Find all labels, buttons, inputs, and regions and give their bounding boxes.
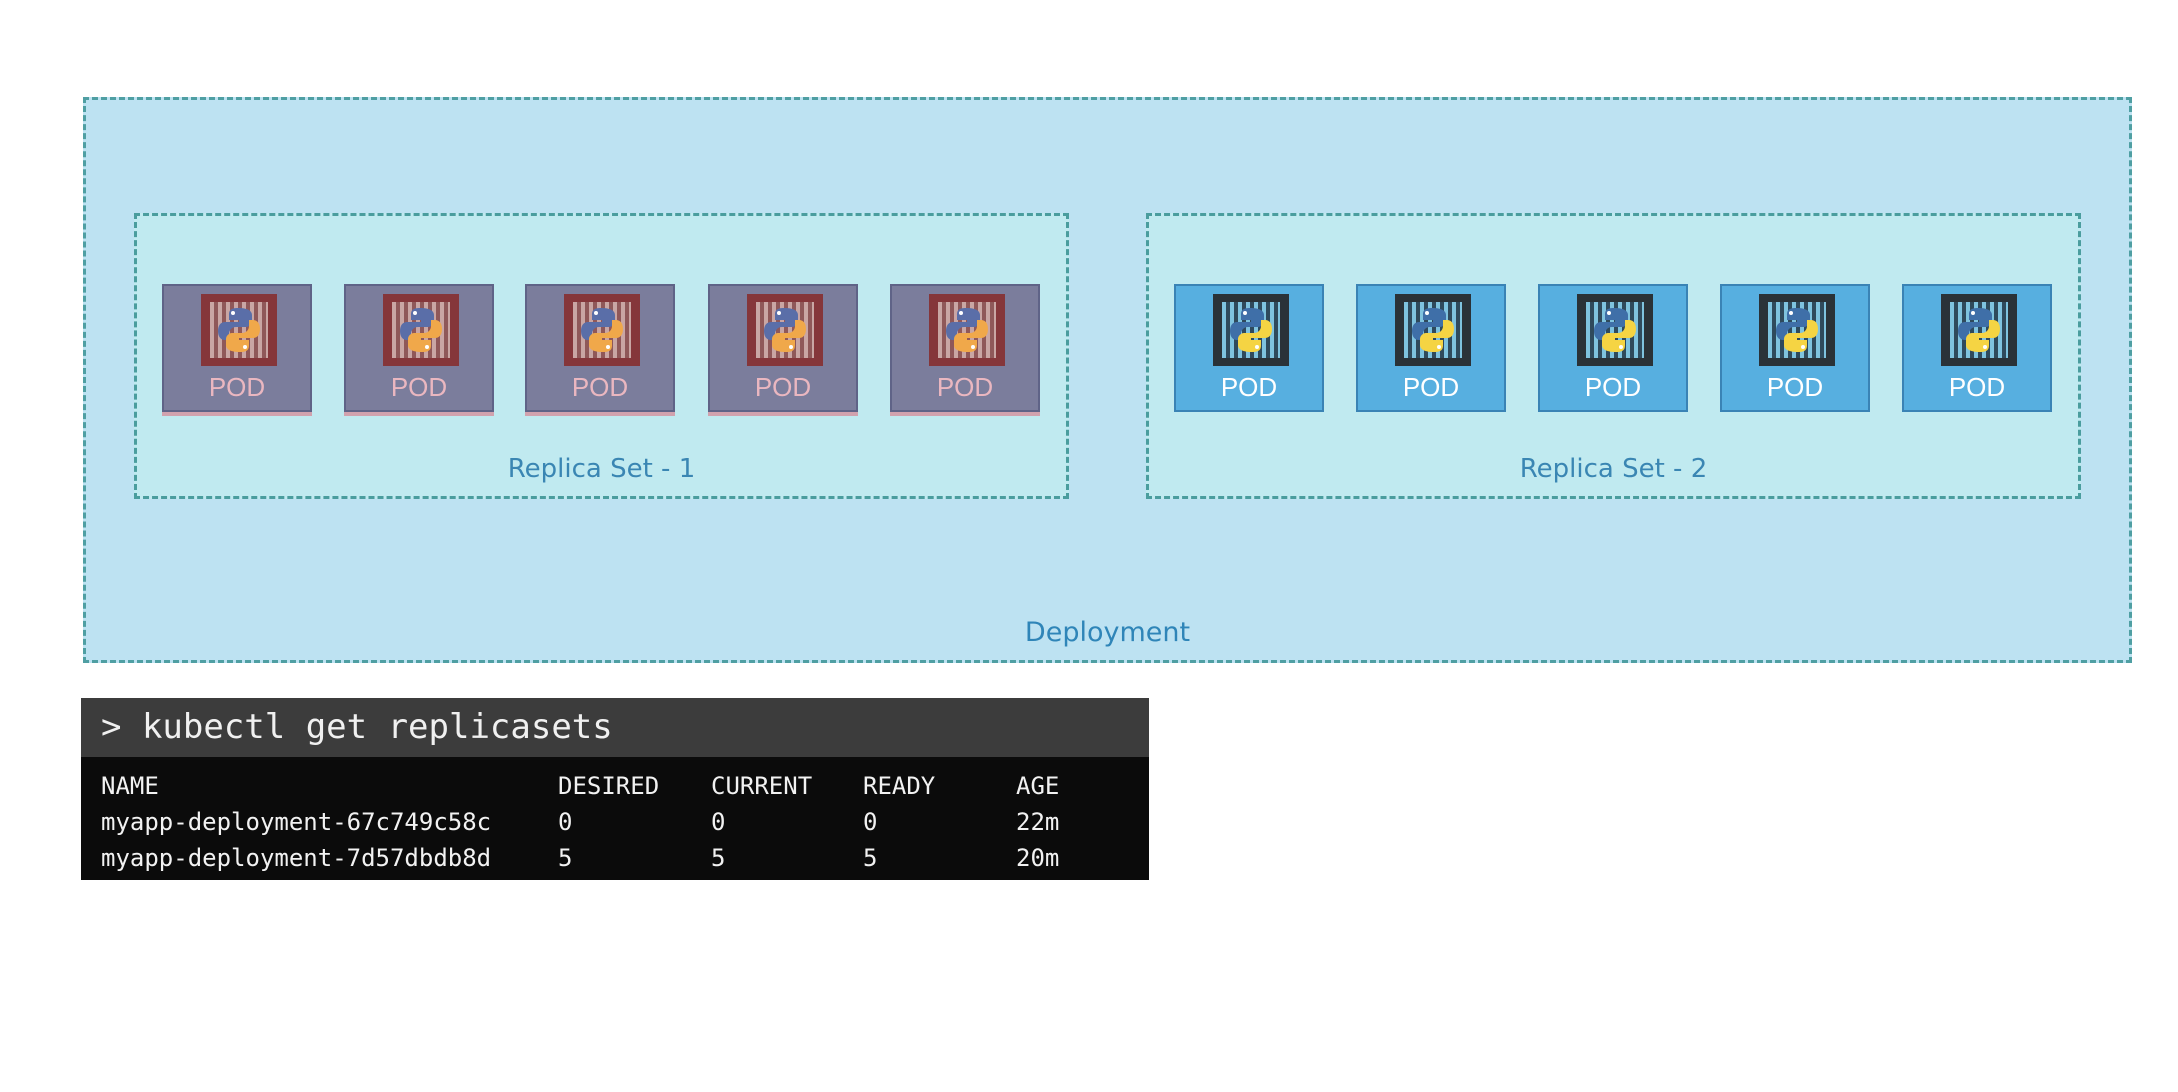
pod-label: POD	[1584, 372, 1642, 402]
python-container-icon	[1213, 294, 1289, 366]
python-container-icon	[1577, 294, 1653, 366]
pod-label: POD	[1220, 372, 1278, 402]
table-row: myapp-deployment-67c749c58c 0 0 0 22m	[101, 804, 1059, 840]
python-container-icon	[564, 294, 640, 366]
pod: POD	[1720, 284, 1870, 412]
pod: POD	[1356, 284, 1506, 412]
python-container-icon	[1941, 294, 2017, 366]
replicasets-table: NAME DESIRED CURRENT READY AGE myapp-dep…	[101, 768, 1059, 876]
cell-desired: 0	[558, 808, 573, 836]
pod-label: POD	[390, 372, 448, 402]
python-container-icon	[1395, 294, 1471, 366]
cell-current: 0	[711, 808, 726, 836]
column-header-age: AGE	[1016, 772, 1060, 800]
cell-name: myapp-deployment-67c749c58c	[101, 808, 492, 836]
replica-set-2-label: Replica Set - 2	[1519, 454, 1708, 484]
column-header-desired: DESIRED	[558, 772, 660, 800]
cell-ready: 5	[863, 844, 878, 872]
python-container-icon	[747, 294, 823, 366]
replica-set-1-pods: POD POD	[162, 284, 1041, 414]
python-container-icon	[201, 294, 277, 366]
pod-label: POD	[1766, 372, 1824, 402]
deployment-label: Deployment	[1024, 617, 1191, 648]
column-header-name: NAME	[101, 772, 159, 800]
pod-label: POD	[1402, 372, 1460, 402]
table-row: myapp-deployment-7d57dbdb8d 5 5 5 20m	[101, 840, 1059, 876]
pod: POD	[1538, 284, 1688, 412]
cell-age: 22m	[1016, 808, 1060, 836]
replica-set-2: POD POD	[1146, 213, 2081, 499]
pod-label: POD	[1948, 372, 2006, 402]
pod-label: POD	[936, 372, 994, 402]
pod: POD	[1174, 284, 1324, 412]
python-container-icon	[929, 294, 1005, 366]
cell-desired: 5	[558, 844, 573, 872]
pod: POD	[890, 284, 1040, 412]
cell-age: 20m	[1016, 844, 1060, 872]
pod-label: POD	[571, 372, 629, 402]
cell-ready: 0	[863, 808, 878, 836]
column-header-current: CURRENT	[711, 772, 813, 800]
pod: POD	[1902, 284, 2052, 412]
terminal-command: > kubectl get replicasets	[81, 698, 1149, 757]
pod-label: POD	[208, 372, 266, 402]
pod: POD	[525, 284, 675, 412]
column-header-ready: READY	[863, 772, 936, 800]
python-container-icon	[1759, 294, 1835, 366]
pod-label: POD	[754, 372, 812, 402]
pod: POD	[162, 284, 312, 412]
pod: POD	[344, 284, 494, 412]
replica-set-2-pods: POD POD	[1174, 284, 2053, 414]
replica-set-1: POD POD	[134, 213, 1069, 499]
replica-set-1-label: Replica Set - 1	[507, 454, 696, 484]
cell-current: 5	[711, 844, 726, 872]
table-header-row: NAME DESIRED CURRENT READY AGE	[101, 768, 1059, 804]
python-container-icon	[383, 294, 459, 366]
terminal-window: > kubectl get replicasets NAME DESIRED C…	[81, 698, 1149, 880]
cell-name: myapp-deployment-7d57dbdb8d	[101, 844, 492, 872]
pod: POD	[708, 284, 858, 412]
